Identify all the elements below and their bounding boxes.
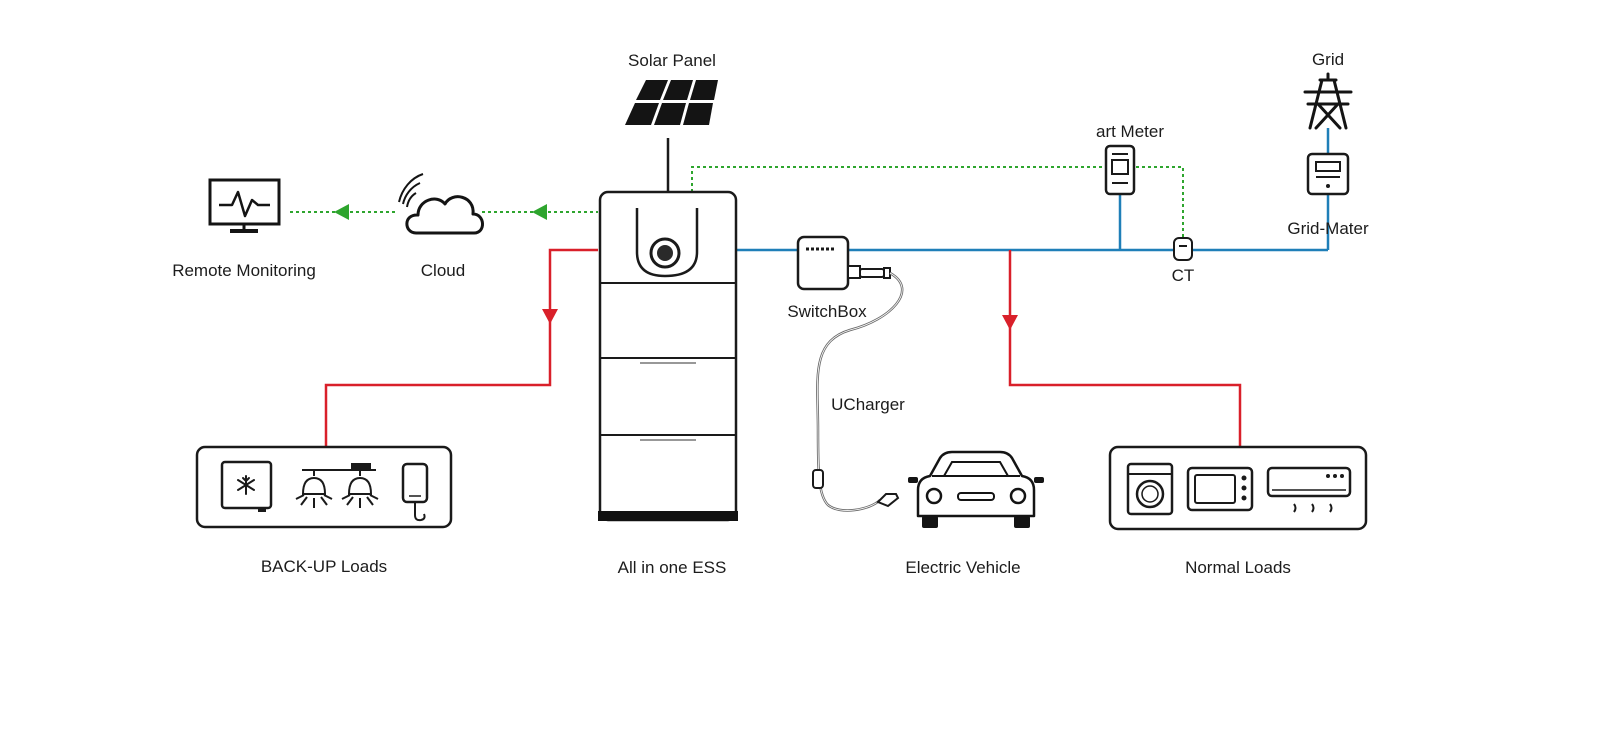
- power-arrow-backup: [542, 309, 558, 324]
- cloud-icon: [398, 173, 484, 235]
- electric-vehicle-label: Electric Vehicle: [905, 558, 1020, 577]
- backup-loads-panel: [195, 445, 453, 529]
- air-conditioner-icon: [1266, 466, 1352, 513]
- solar-panel-label: Solar Panel: [628, 51, 716, 70]
- transmission-tower-icon: [1303, 72, 1353, 130]
- remote-monitoring-label: Remote Monitoring: [172, 261, 316, 280]
- normal-loads-panel: [1108, 445, 1368, 531]
- smart-meter-icon: [1104, 144, 1136, 196]
- switchbox-icon: [796, 235, 891, 291]
- normal-loads-label: Normal Loads: [1185, 558, 1291, 577]
- freezer-icon: [220, 460, 273, 512]
- washing-machine-icon: [1126, 462, 1174, 516]
- ceiling-lamp-icon: [295, 463, 379, 508]
- car-icon: [908, 450, 1044, 528]
- comm-line-ess-to-smart-meter: [691, 166, 1108, 192]
- comm-arrow-to-monitor: [334, 204, 349, 220]
- smart-meter-label: art Meter: [1096, 122, 1164, 141]
- current-transformer-icon: [1173, 237, 1193, 261]
- battery-storage-icon: [598, 190, 738, 522]
- solar-panel-icon: [625, 80, 718, 125]
- grid-label: Grid: [1312, 50, 1344, 69]
- connection-lines: [290, 128, 1330, 447]
- power-line-normal: [1008, 250, 1242, 447]
- monitor-icon: [208, 178, 281, 233]
- ess-label: All in one ESS: [618, 558, 727, 577]
- cloud-label: Cloud: [421, 261, 465, 280]
- comm-arrow-to-cloud: [532, 204, 547, 220]
- switchbox-label: SwitchBox: [787, 302, 867, 321]
- power-line-backup: [324, 248, 598, 447]
- microwave-icon: [1186, 466, 1254, 512]
- grid-meter-label: Grid-Mater: [1287, 219, 1369, 238]
- phone-icon: [401, 462, 429, 522]
- power-arrow-normal: [1002, 315, 1018, 330]
- ucharger-label: UCharger: [831, 395, 905, 414]
- ct-label: CT: [1172, 266, 1195, 285]
- comm-line-smart-meter-to-ct: [1130, 166, 1184, 238]
- ev-charger-plug-icon: [812, 271, 904, 512]
- energy-meter-icon: [1306, 152, 1350, 196]
- backup-loads-label: BACK-UP Loads: [261, 557, 387, 576]
